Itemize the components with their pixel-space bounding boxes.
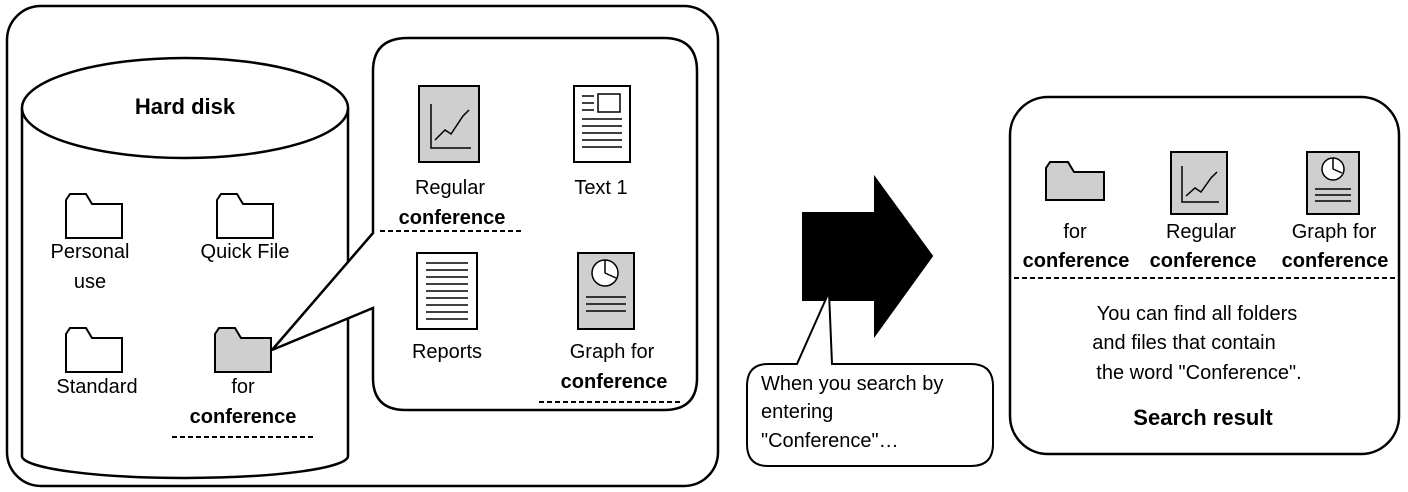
callout-line-3: "Conference"… [761,430,899,452]
folder-standard-label: Standard [56,376,137,398]
result-description-line-3: the word "Conference". [1096,362,1301,384]
folder-icon[interactable] [65,193,123,239]
search-callout [746,291,994,467]
result-regular-conference-label-1: Regular [1166,221,1236,243]
folder-for-conference-label-1: for [231,376,255,398]
text-document-icon[interactable] [573,85,631,163]
reports-document-icon[interactable] [416,252,478,330]
arrow-right-icon [802,174,934,339]
file-regular-conference-label-2: conference [399,207,506,229]
file-regular-conference-label-1: Regular [415,177,485,199]
result-graph-for-conference-label-2: conference [1282,250,1389,272]
callout-line-2: entering [761,401,833,423]
folder-icon[interactable] [65,327,123,373]
file-text1-label: Text 1 [574,177,627,199]
folder-personal-use-label-2: use [74,271,106,293]
folder-quick-file-label: Quick File [201,241,290,263]
hard-disk-cylinder [20,56,350,480]
result-graph-for-conference-label-1: Graph for [1292,221,1377,243]
folder-for-conference-label-2: conference [190,406,297,428]
search-result-panel [1008,95,1401,456]
folder-icon[interactable] [1045,161,1105,201]
graph-document-icon[interactable] [1170,151,1228,215]
file-graph-for-conference-label-2: conference [561,371,668,393]
search-result-title: Search result [1133,405,1273,430]
result-description-line-1: You can find all folders [1097,303,1298,325]
file-reports-label: Reports [412,341,482,363]
result-for-conference-label-1: for [1063,221,1087,243]
folder-personal-use-label-1: Personal [51,241,130,263]
result-regular-conference-label-2: conference [1150,250,1257,272]
folder-icon[interactable] [214,327,272,373]
file-graph-for-conference-label-1: Graph for [570,341,655,363]
hard-disk-title: Hard disk [135,94,236,119]
graph-document-icon[interactable] [418,85,480,163]
pie-document-icon[interactable] [577,252,635,330]
pie-document-icon[interactable] [1306,151,1360,215]
callout-line-1: When you search by [761,373,943,395]
folder-icon[interactable] [216,193,274,239]
result-description-line-2: and files that contain [1092,332,1275,354]
result-for-conference-label-2: conference [1023,250,1130,272]
